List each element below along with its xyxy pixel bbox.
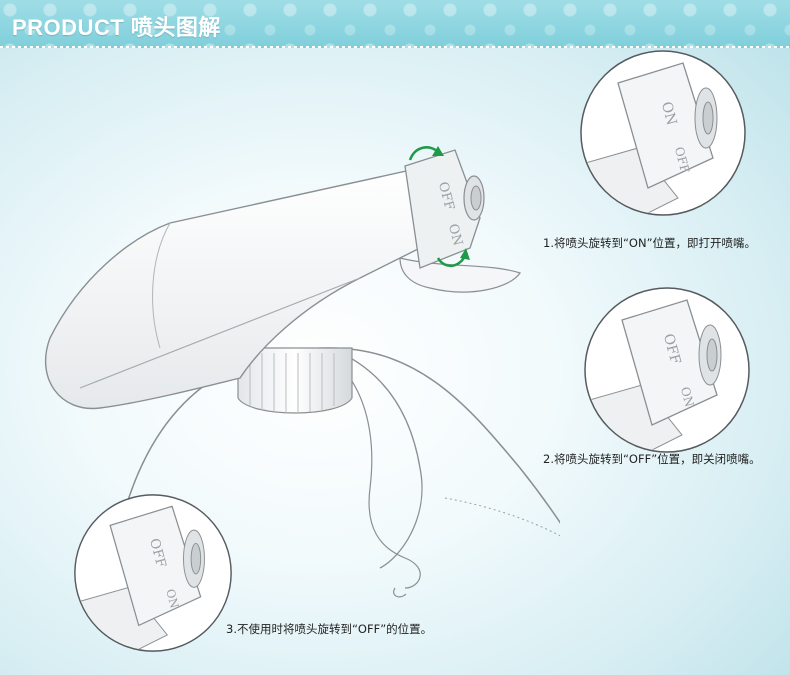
page-title: PRODUCT 喷头图解	[12, 15, 221, 40]
sprayer-body	[45, 167, 421, 410]
step-1-caption: 1.将喷头旋转到“ON”位置，即打开喷嘴。	[543, 236, 757, 250]
detail-on-label: ON	[163, 587, 182, 609]
sprayer-illustration: OFF ON	[45, 146, 560, 598]
detail-on-label: ON	[658, 100, 680, 127]
detail-off-label: OFF	[672, 145, 692, 174]
detail-off-label: OFF	[660, 332, 684, 366]
header-divider	[0, 46, 790, 48]
step-2-caption: 2.将喷头旋转到“OFF”位置，即关闭喷嘴。	[543, 452, 761, 466]
bottle-neck	[329, 347, 423, 569]
detail-circle-on: ON OFF	[580, 50, 746, 216]
nozzle-off-label: OFF	[435, 180, 457, 212]
detail-off-label: OFF	[146, 537, 168, 569]
detail-circle-storage: OFF ON	[74, 494, 232, 652]
step-3-caption: 3.不使用时将喷头旋转到“OFF”的位置。	[226, 622, 433, 636]
nozzle-head	[404, 149, 481, 269]
header-banner: PRODUCT 喷头图解	[0, 0, 790, 48]
detail-on-label: ON	[678, 385, 697, 408]
detail-circle-off: OFF ON	[584, 287, 750, 453]
nozzle-on-label: ON	[445, 222, 465, 247]
bottle-outline	[119, 347, 560, 529]
bottle-collar	[237, 347, 353, 414]
